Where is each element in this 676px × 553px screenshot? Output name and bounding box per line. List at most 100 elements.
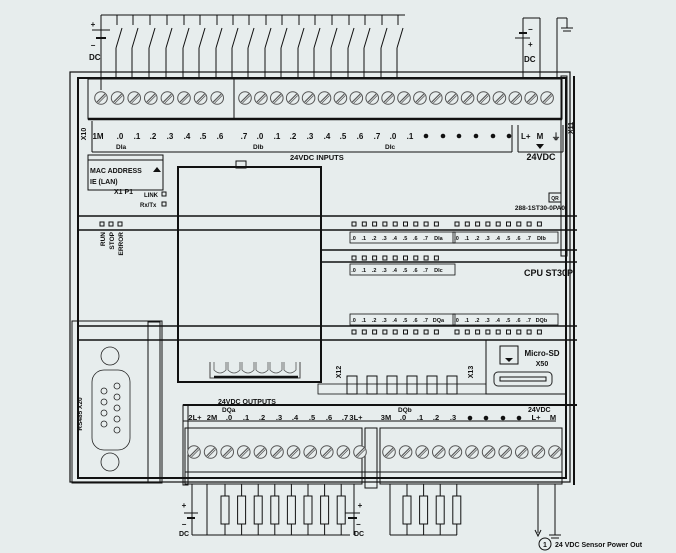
sd-card-connector: X50 bbox=[536, 361, 549, 368]
io-led-label-box bbox=[349, 313, 456, 326]
input-terminal-label: .7 bbox=[241, 132, 248, 141]
screw-slot bbox=[494, 93, 504, 103]
screw-slot bbox=[552, 449, 561, 458]
switch-contact bbox=[380, 27, 388, 49]
screw-slot bbox=[401, 447, 411, 457]
screw-slot bbox=[289, 95, 298, 104]
io-led bbox=[454, 329, 460, 335]
output-terminal-label: .3 bbox=[276, 413, 282, 422]
switch-contact bbox=[198, 27, 206, 49]
battery-plus: + bbox=[91, 20, 96, 29]
housing-outer bbox=[69, 71, 571, 483]
screw-slot bbox=[304, 93, 314, 103]
order-number: 288-1ST30-0PA0 bbox=[515, 205, 565, 212]
load-resistor bbox=[419, 495, 429, 525]
io-led bbox=[351, 329, 357, 335]
switch-contact bbox=[247, 27, 255, 49]
switch-contact bbox=[280, 27, 288, 49]
link-led bbox=[161, 191, 167, 197]
battery-minus: − bbox=[356, 520, 361, 529]
db9-housing bbox=[91, 369, 131, 451]
screw-slot bbox=[447, 93, 457, 103]
screw-slot bbox=[528, 95, 537, 104]
output-terminal-label: .3 bbox=[450, 413, 456, 422]
inputs-section-label: 24VDC INPUTS bbox=[290, 153, 344, 162]
io-led-label: .5 bbox=[403, 236, 408, 242]
screw-slot bbox=[386, 449, 395, 458]
expansion-pin bbox=[213, 362, 227, 374]
x12-strip bbox=[317, 383, 487, 395]
io-led-label: .6 bbox=[516, 318, 521, 324]
io-led-label: DIb bbox=[537, 236, 547, 242]
front-cover bbox=[177, 166, 322, 383]
io-led-label: .6 bbox=[413, 268, 418, 274]
rs485-rail bbox=[147, 321, 161, 483]
screw-slot bbox=[196, 93, 206, 103]
screw-slot bbox=[274, 449, 283, 458]
screw-slot bbox=[288, 93, 298, 103]
screw-slot bbox=[224, 449, 233, 458]
db9-pin bbox=[113, 415, 121, 423]
screw-slot bbox=[467, 447, 477, 457]
expansion-pin bbox=[255, 362, 269, 374]
screw-slot bbox=[340, 449, 349, 458]
sensor-power-label: 24VDC bbox=[528, 407, 551, 414]
input-terminal-label: 1M bbox=[92, 132, 103, 141]
status-led bbox=[108, 221, 114, 227]
screw-slot bbox=[321, 95, 330, 104]
db9-pin bbox=[113, 393, 121, 401]
screw-slot bbox=[452, 449, 461, 458]
switch-contact bbox=[165, 27, 173, 49]
link-led-label: LINK bbox=[144, 193, 159, 199]
switch-contact bbox=[182, 27, 190, 49]
io-led bbox=[485, 221, 491, 227]
switch-contact bbox=[231, 27, 239, 49]
x12-slot bbox=[446, 375, 458, 395]
ethernet-port-label: X1 P1 bbox=[114, 189, 133, 196]
load-resistor bbox=[270, 495, 280, 525]
io-led bbox=[464, 221, 470, 227]
output-terminal-label: .1 bbox=[417, 413, 423, 422]
screw-slot bbox=[290, 449, 299, 458]
screw-slot bbox=[272, 93, 282, 103]
output-terminal-label: .1 bbox=[243, 413, 249, 422]
load-resistor bbox=[303, 495, 313, 525]
io-led-label: .4 bbox=[392, 236, 398, 242]
io-led bbox=[526, 329, 532, 335]
screw-slot bbox=[148, 95, 157, 104]
input-terminal-label: .7 bbox=[374, 132, 381, 141]
screw-slot bbox=[257, 449, 266, 458]
battery-minus: − bbox=[182, 520, 187, 529]
expansion-pin bbox=[283, 362, 297, 374]
screw-slot bbox=[146, 93, 156, 103]
input-terminal-label: .6 bbox=[357, 132, 364, 141]
screw-slot bbox=[417, 447, 427, 457]
io-led bbox=[382, 329, 388, 335]
input-terminal-label: .1 bbox=[407, 132, 414, 141]
screw-slot bbox=[517, 447, 527, 457]
footnote-marker bbox=[538, 537, 552, 551]
screw-slot bbox=[402, 449, 411, 458]
io-led bbox=[392, 329, 398, 335]
screw-slot bbox=[320, 93, 329, 103]
io-led-label-box bbox=[452, 231, 559, 244]
screw-slot bbox=[385, 95, 394, 104]
io-led-label: .1 bbox=[362, 236, 367, 242]
io-led-label: .1 bbox=[362, 268, 367, 274]
switch-contact bbox=[131, 27, 139, 49]
screw-slot bbox=[189, 447, 199, 457]
io-led-label: .6 bbox=[413, 236, 418, 242]
battery-dc-label: DC bbox=[89, 53, 101, 62]
io-led-label-box bbox=[349, 263, 456, 276]
mac-address-box bbox=[87, 154, 164, 191]
screw-slot bbox=[255, 447, 265, 457]
connector-x11: X11 bbox=[568, 122, 575, 134]
sd-card-slot bbox=[493, 371, 553, 387]
screw-slot bbox=[335, 93, 345, 103]
arrow-up-icon bbox=[153, 167, 161, 172]
io-led-label-box bbox=[349, 231, 456, 244]
outputs-section-label: 24VDC OUTPUTS bbox=[218, 399, 276, 406]
screw-slot bbox=[369, 95, 378, 104]
screw-slot bbox=[305, 95, 314, 104]
unused-terminal-dot bbox=[440, 133, 446, 139]
